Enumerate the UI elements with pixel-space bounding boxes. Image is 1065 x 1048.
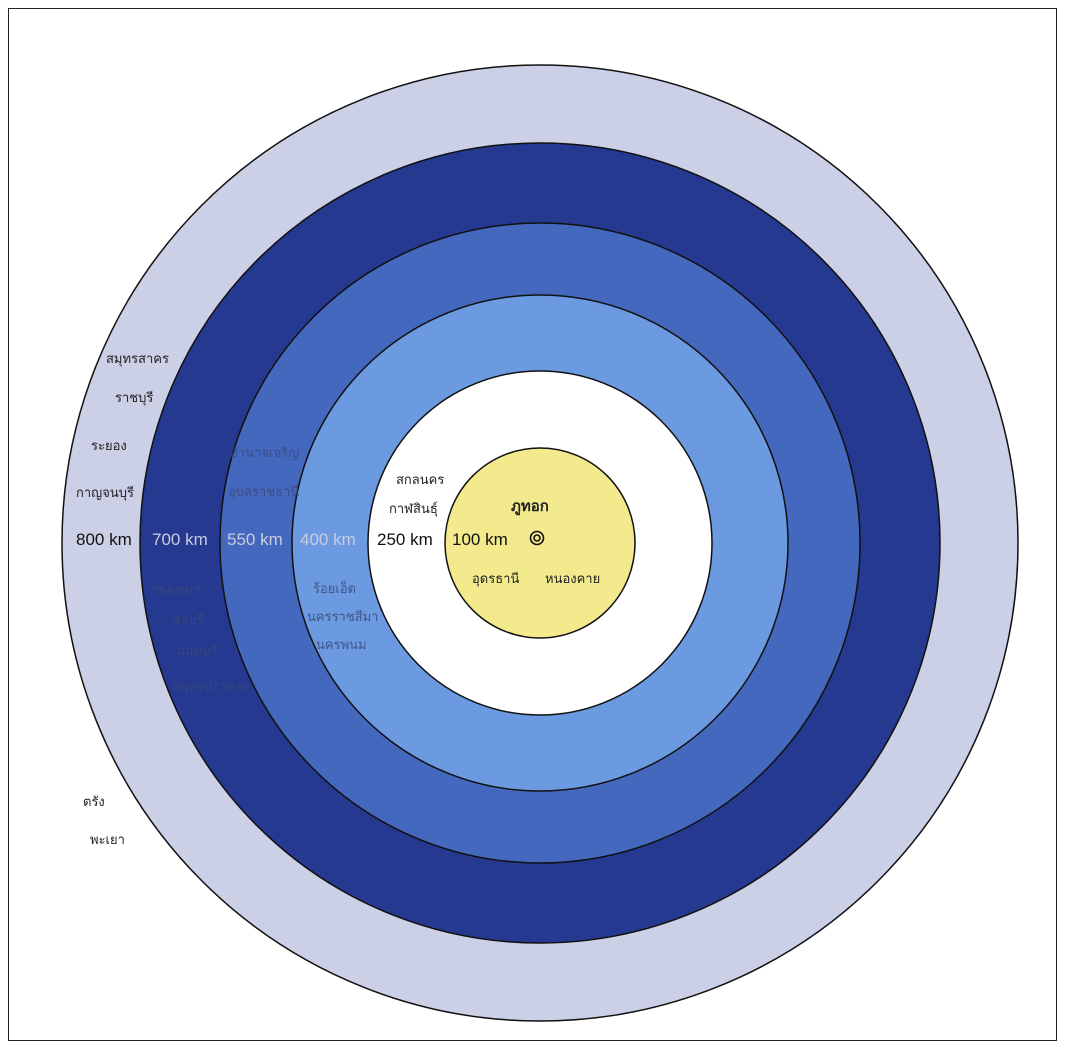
distance-label-550: 550 km bbox=[227, 530, 283, 549]
place-label: สมุทรสาคร bbox=[106, 352, 169, 367]
distance-label-400: 400 km bbox=[300, 530, 356, 549]
distance-label-700: 700 km bbox=[152, 530, 208, 549]
distance-label-250: 250 km bbox=[377, 530, 433, 549]
place-label: สมุทรปราการ bbox=[172, 680, 249, 695]
place-label: ร้อยเอ็ด bbox=[313, 582, 357, 597]
place-label: กาฬสินธุ์ bbox=[389, 502, 438, 517]
distance-label-100: 100 km bbox=[452, 530, 508, 549]
place-label: ระยอง bbox=[91, 439, 127, 454]
place-label: อุบลราชธานี bbox=[228, 485, 300, 500]
place-label: ราชบุรี bbox=[115, 391, 154, 406]
place-label: นครราชสีมา bbox=[307, 610, 379, 625]
place-label: ชลบุรี bbox=[172, 613, 205, 628]
place-label: ตรัง bbox=[83, 795, 105, 810]
center-place-name: ภูทอก bbox=[511, 497, 549, 515]
place-label: กรุงเทพฯ bbox=[150, 583, 201, 598]
place-label: กาญจนบุรี bbox=[76, 486, 134, 501]
distance-label-800: 800 km bbox=[76, 530, 132, 549]
place-label: หนองคาย bbox=[545, 572, 601, 587]
place-label: นนทบุรี bbox=[176, 644, 218, 659]
place-label: สกลนคร bbox=[396, 473, 445, 488]
target-icon bbox=[529, 530, 545, 546]
place-label: อุดรธานี bbox=[472, 572, 520, 587]
place-label: อำนาจเจริญ bbox=[230, 446, 300, 461]
place-label: พะเยา bbox=[90, 833, 125, 848]
place-label: นครพนม bbox=[316, 638, 367, 653]
